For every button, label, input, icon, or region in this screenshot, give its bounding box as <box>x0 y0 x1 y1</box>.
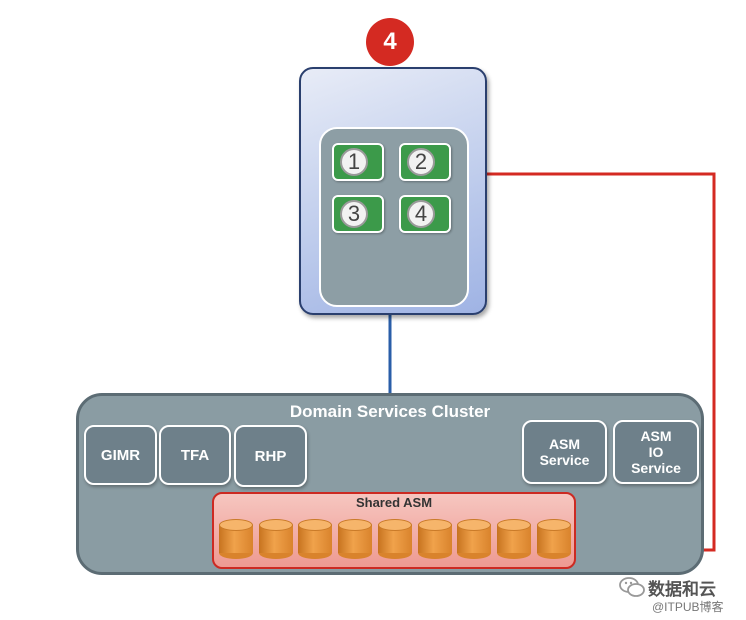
slot-3: 3 <box>332 195 384 233</box>
service-label: TFA <box>180 446 210 464</box>
service-asm: ASM Service <box>522 420 607 484</box>
slot-2: 2 <box>399 143 451 181</box>
service-label: ASM <box>640 428 672 444</box>
disk-cylinder <box>298 519 333 559</box>
disk-cylinder <box>258 519 293 559</box>
service-label: GIMR <box>100 446 141 464</box>
disk-cylinder <box>219 519 253 559</box>
service-label: RHP <box>254 447 287 465</box>
service-label: IO <box>648 444 664 460</box>
service-label: ASM <box>548 436 581 452</box>
watermark-subtitle: @ITPUB博客 <box>652 600 724 614</box>
slot-4: 4 <box>399 195 451 233</box>
disk-cylinder <box>496 519 531 559</box>
slot-number: 1 <box>340 148 368 176</box>
watermark-title: 数据和云 <box>648 580 716 599</box>
service-gimr: GIMR <box>84 425 157 485</box>
disk-cylinder <box>338 519 373 559</box>
shared-asm-title: Shared ASM <box>355 495 433 510</box>
cluster-title: Domain Services Cluster <box>289 402 491 421</box>
disk-cylinder <box>417 519 452 559</box>
disk-cylinder <box>377 519 412 559</box>
service-rhp: RHP <box>234 425 307 487</box>
slot-1: 1 <box>332 143 384 181</box>
slot-number: 3 <box>340 200 368 228</box>
slot-number: 2 <box>407 148 435 176</box>
service-tfa: TFA <box>159 425 231 485</box>
service-asm-io: ASM IO Service <box>613 420 699 484</box>
disk-cylinder <box>457 519 492 559</box>
slot-number: 4 <box>407 200 435 228</box>
service-label: Service <box>539 452 590 468</box>
service-label: Service <box>631 460 681 476</box>
disk-cylinder <box>536 519 571 559</box>
wechat-icon <box>618 575 646 599</box>
step-badge: 4 <box>366 18 414 66</box>
